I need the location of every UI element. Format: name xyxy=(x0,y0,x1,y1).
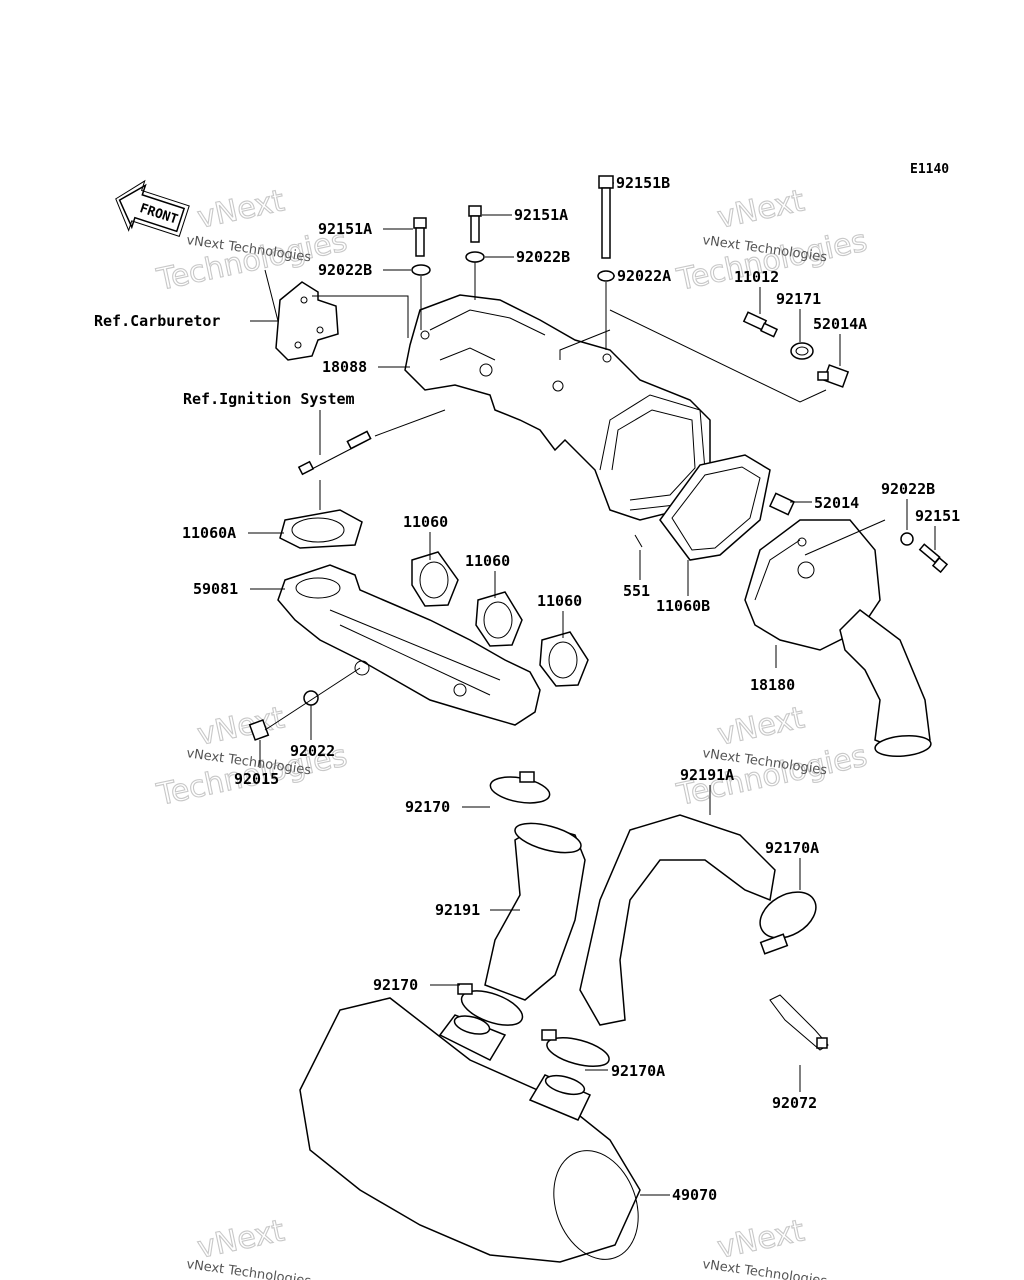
part-label-92191: 92191 xyxy=(435,901,480,919)
part-label-52014: 52014 xyxy=(814,494,859,512)
watermark-big-1: vNext xyxy=(194,700,287,753)
part-label-92151A-left: 92151A xyxy=(318,220,372,238)
part-label-11060-3: 11060 xyxy=(537,592,582,610)
part-label-551: 551 xyxy=(623,582,650,600)
washer-92022A xyxy=(597,270,615,282)
elbow-52014A xyxy=(817,364,850,388)
watermark-big-1: vNext xyxy=(714,183,807,236)
clamp-92170-bottom xyxy=(457,983,524,1026)
clamp-92171 xyxy=(790,342,814,360)
ignition-sensor xyxy=(297,430,372,476)
part-label-92170A-1: 92170A xyxy=(765,839,819,857)
watermark-bottom-right: vNext vNext Technologies xyxy=(701,1213,828,1280)
part-label-92171: 92171 xyxy=(776,290,821,308)
part-label-11060-2: 11060 xyxy=(465,552,510,570)
part-label-92022B-right: 92022B xyxy=(516,248,570,266)
part-label-92170-2: 92170 xyxy=(373,976,418,994)
part-label-49070: 49070 xyxy=(672,1186,717,1204)
watermark-bottom-left: vNext vNext Technologies xyxy=(185,1213,312,1280)
ref-carburetor-label: Ref.Carburetor xyxy=(94,312,220,330)
ref-ignition-label: Ref.Ignition System xyxy=(183,390,355,408)
watermark-big-1: vNext xyxy=(194,1213,287,1266)
carburetor-bracket xyxy=(275,281,339,361)
water-jacket-59081 xyxy=(277,564,541,726)
part-label-92015: 92015 xyxy=(234,770,279,788)
watermark-mid-right: vNext Technologies vNext Technologies xyxy=(673,700,871,814)
part-label-11060-1: 11060 xyxy=(403,513,448,531)
part-label-59081: 59081 xyxy=(193,580,238,598)
nut-92015 xyxy=(248,719,270,741)
tie-92072 xyxy=(769,994,829,1051)
bolt-92151A-right xyxy=(468,205,482,243)
bolt-92151 xyxy=(918,543,949,574)
part-label-92151B: 92151B xyxy=(616,174,670,192)
watermark-big-1: vNext xyxy=(714,700,807,753)
part-label-92072: 92072 xyxy=(772,1094,817,1112)
part-label-11060A: 11060A xyxy=(182,524,236,542)
pipe-18180 xyxy=(744,519,932,758)
part-label-11012: 11012 xyxy=(734,268,779,286)
watermark-small: vNext Technologies xyxy=(701,1257,828,1280)
clamp-92170A-bottom xyxy=(541,1029,610,1067)
hose-92191 xyxy=(484,822,586,1001)
clamp-92170A-right xyxy=(759,891,817,955)
gasket-11060A xyxy=(279,509,363,549)
washer-92022B-right xyxy=(900,532,914,546)
washer-92022B-left xyxy=(411,264,431,276)
pin-551 xyxy=(634,534,643,548)
part-label-92022A: 92022A xyxy=(617,267,671,285)
gasket-11060-3 xyxy=(539,631,589,687)
clamp-92170-top xyxy=(489,771,551,804)
exhaust-pipe-18088 xyxy=(404,294,711,521)
plug-11012 xyxy=(742,311,779,338)
part-label-18180: 18180 xyxy=(750,676,795,694)
part-label-92170-1: 92170 xyxy=(405,798,450,816)
fitting-52014 xyxy=(768,492,796,516)
front-arrow-icon: FRONT xyxy=(115,179,190,237)
watermark-big-1: vNext xyxy=(714,1213,807,1266)
part-label-92170A-2: 92170A xyxy=(611,1062,665,1080)
part-label-92151A-right: 92151A xyxy=(514,206,568,224)
bolt-92151A-left xyxy=(413,217,427,257)
watermark-top-left: vNext Technologies vNext Technologies xyxy=(153,183,351,299)
diagram-code: E1140 xyxy=(910,162,949,177)
part-label-92022B-left: 92022B xyxy=(318,261,372,279)
watermark-small: vNext Technologies xyxy=(185,1257,312,1280)
hose-92191A xyxy=(579,814,776,1026)
gasket-11060-1 xyxy=(411,551,459,607)
gasket-11060-2 xyxy=(475,591,523,647)
part-label-18088: 18088 xyxy=(322,358,367,376)
part-label-92151: 92151 xyxy=(915,507,960,525)
bolt-92151B xyxy=(598,175,614,259)
watermark-big-1: vNext xyxy=(194,183,287,236)
part-label-92022B-3: 92022B xyxy=(881,480,935,498)
part-label-11060B: 11060B xyxy=(656,597,710,615)
part-label-92022: 92022 xyxy=(290,742,335,760)
gasket-11060B xyxy=(659,454,771,561)
washer-92022B-right xyxy=(465,251,485,263)
part-label-92191A: 92191A xyxy=(680,766,734,784)
part-label-52014A: 52014A xyxy=(813,315,867,333)
muffler-49070 xyxy=(299,997,641,1263)
